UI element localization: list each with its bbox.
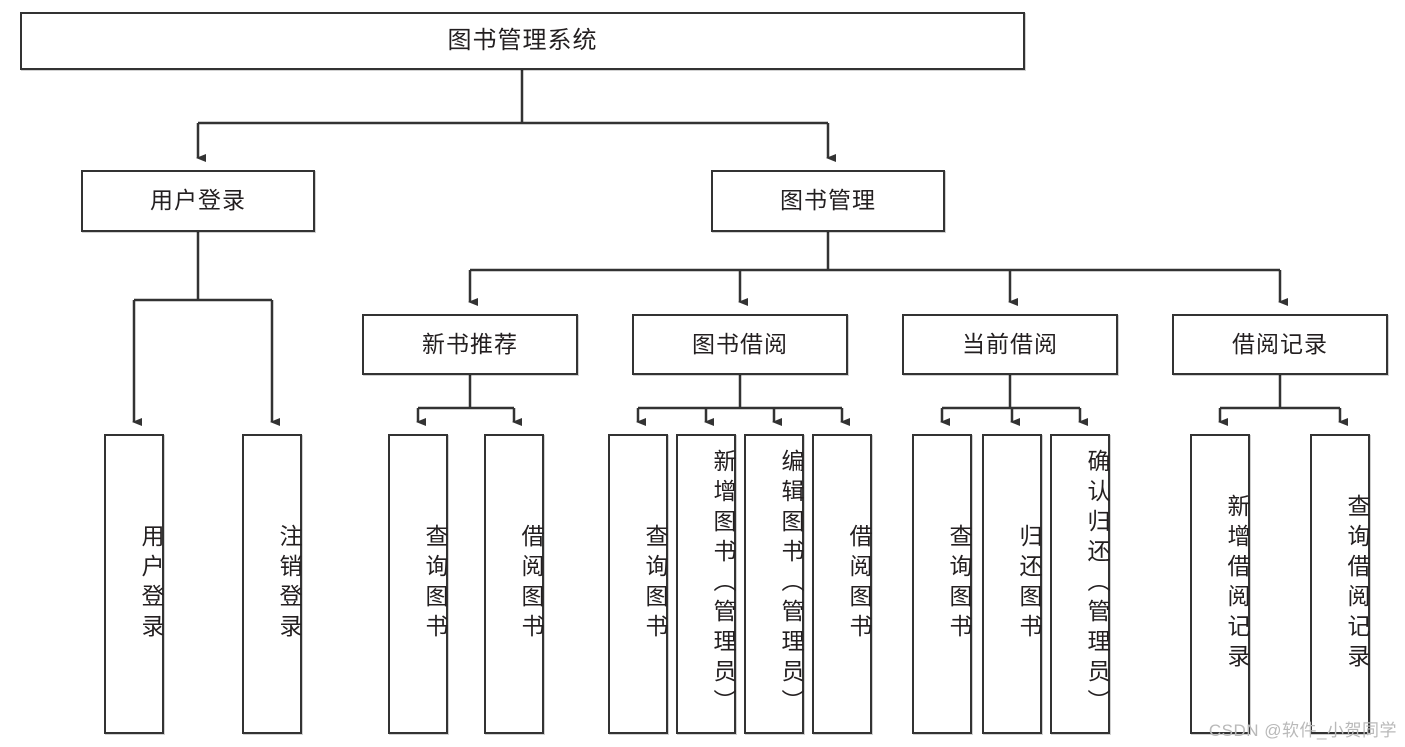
- node-book-management[interactable]: 图书管理: [711, 170, 945, 232]
- watermark: CSDN @软件_小贺同学: [1208, 721, 1397, 740]
- leaf-label: 用户登录: [138, 524, 164, 644]
- leaf-label: 查询图书: [642, 524, 668, 644]
- leaf-label: 借阅图书: [846, 524, 872, 644]
- leaf-borrow-book-new[interactable]: 借阅图书: [484, 434, 544, 734]
- leaf-label: 归还图书: [1016, 524, 1042, 644]
- leaf-edit-book-admin[interactable]: 编辑图书（管理员）: [744, 434, 804, 734]
- leaf-query-book-new[interactable]: 查询图书: [388, 434, 448, 734]
- leaf-logout[interactable]: 注销登录: [242, 434, 302, 734]
- leaf-label: 确认归还（管理员）: [1084, 449, 1110, 719]
- leaf-label: 编辑图书（管理员）: [778, 449, 804, 719]
- leaf-label: 注销登录: [276, 524, 302, 644]
- leaf-add-borrow-record[interactable]: 新增借阅记录: [1190, 434, 1250, 734]
- leaf-add-book-admin[interactable]: 新增图书（管理员）: [676, 434, 736, 734]
- leaf-user-login[interactable]: 用户登录: [104, 434, 164, 734]
- leaf-label: 查询图书: [422, 524, 448, 644]
- leaf-label: 新增图书（管理员）: [710, 449, 736, 719]
- leaf-query-book-current[interactable]: 查询图书: [912, 434, 972, 734]
- node-root-book-management-system[interactable]: 图书管理系统: [20, 12, 1025, 70]
- leaf-label: 借阅图书: [518, 524, 544, 644]
- node-current-borrowing[interactable]: 当前借阅: [902, 314, 1118, 375]
- node-new-book-recommendation[interactable]: 新书推荐: [362, 314, 578, 375]
- leaf-return-book[interactable]: 归还图书: [982, 434, 1042, 734]
- leaf-label: 查询图书: [946, 524, 972, 644]
- node-user-login[interactable]: 用户登录: [81, 170, 315, 232]
- leaf-borrow-book[interactable]: 借阅图书: [812, 434, 872, 734]
- leaf-label: 查询借阅记录: [1344, 494, 1370, 674]
- node-book-borrowing[interactable]: 图书借阅: [632, 314, 848, 375]
- leaf-query-book-borrow[interactable]: 查询图书: [608, 434, 668, 734]
- leaf-query-borrow-record[interactable]: 查询借阅记录: [1310, 434, 1370, 734]
- leaf-confirm-return-admin[interactable]: 确认归还（管理员）: [1050, 434, 1110, 734]
- leaf-label: 新增借阅记录: [1224, 494, 1250, 674]
- node-borrowing-record[interactable]: 借阅记录: [1172, 314, 1388, 375]
